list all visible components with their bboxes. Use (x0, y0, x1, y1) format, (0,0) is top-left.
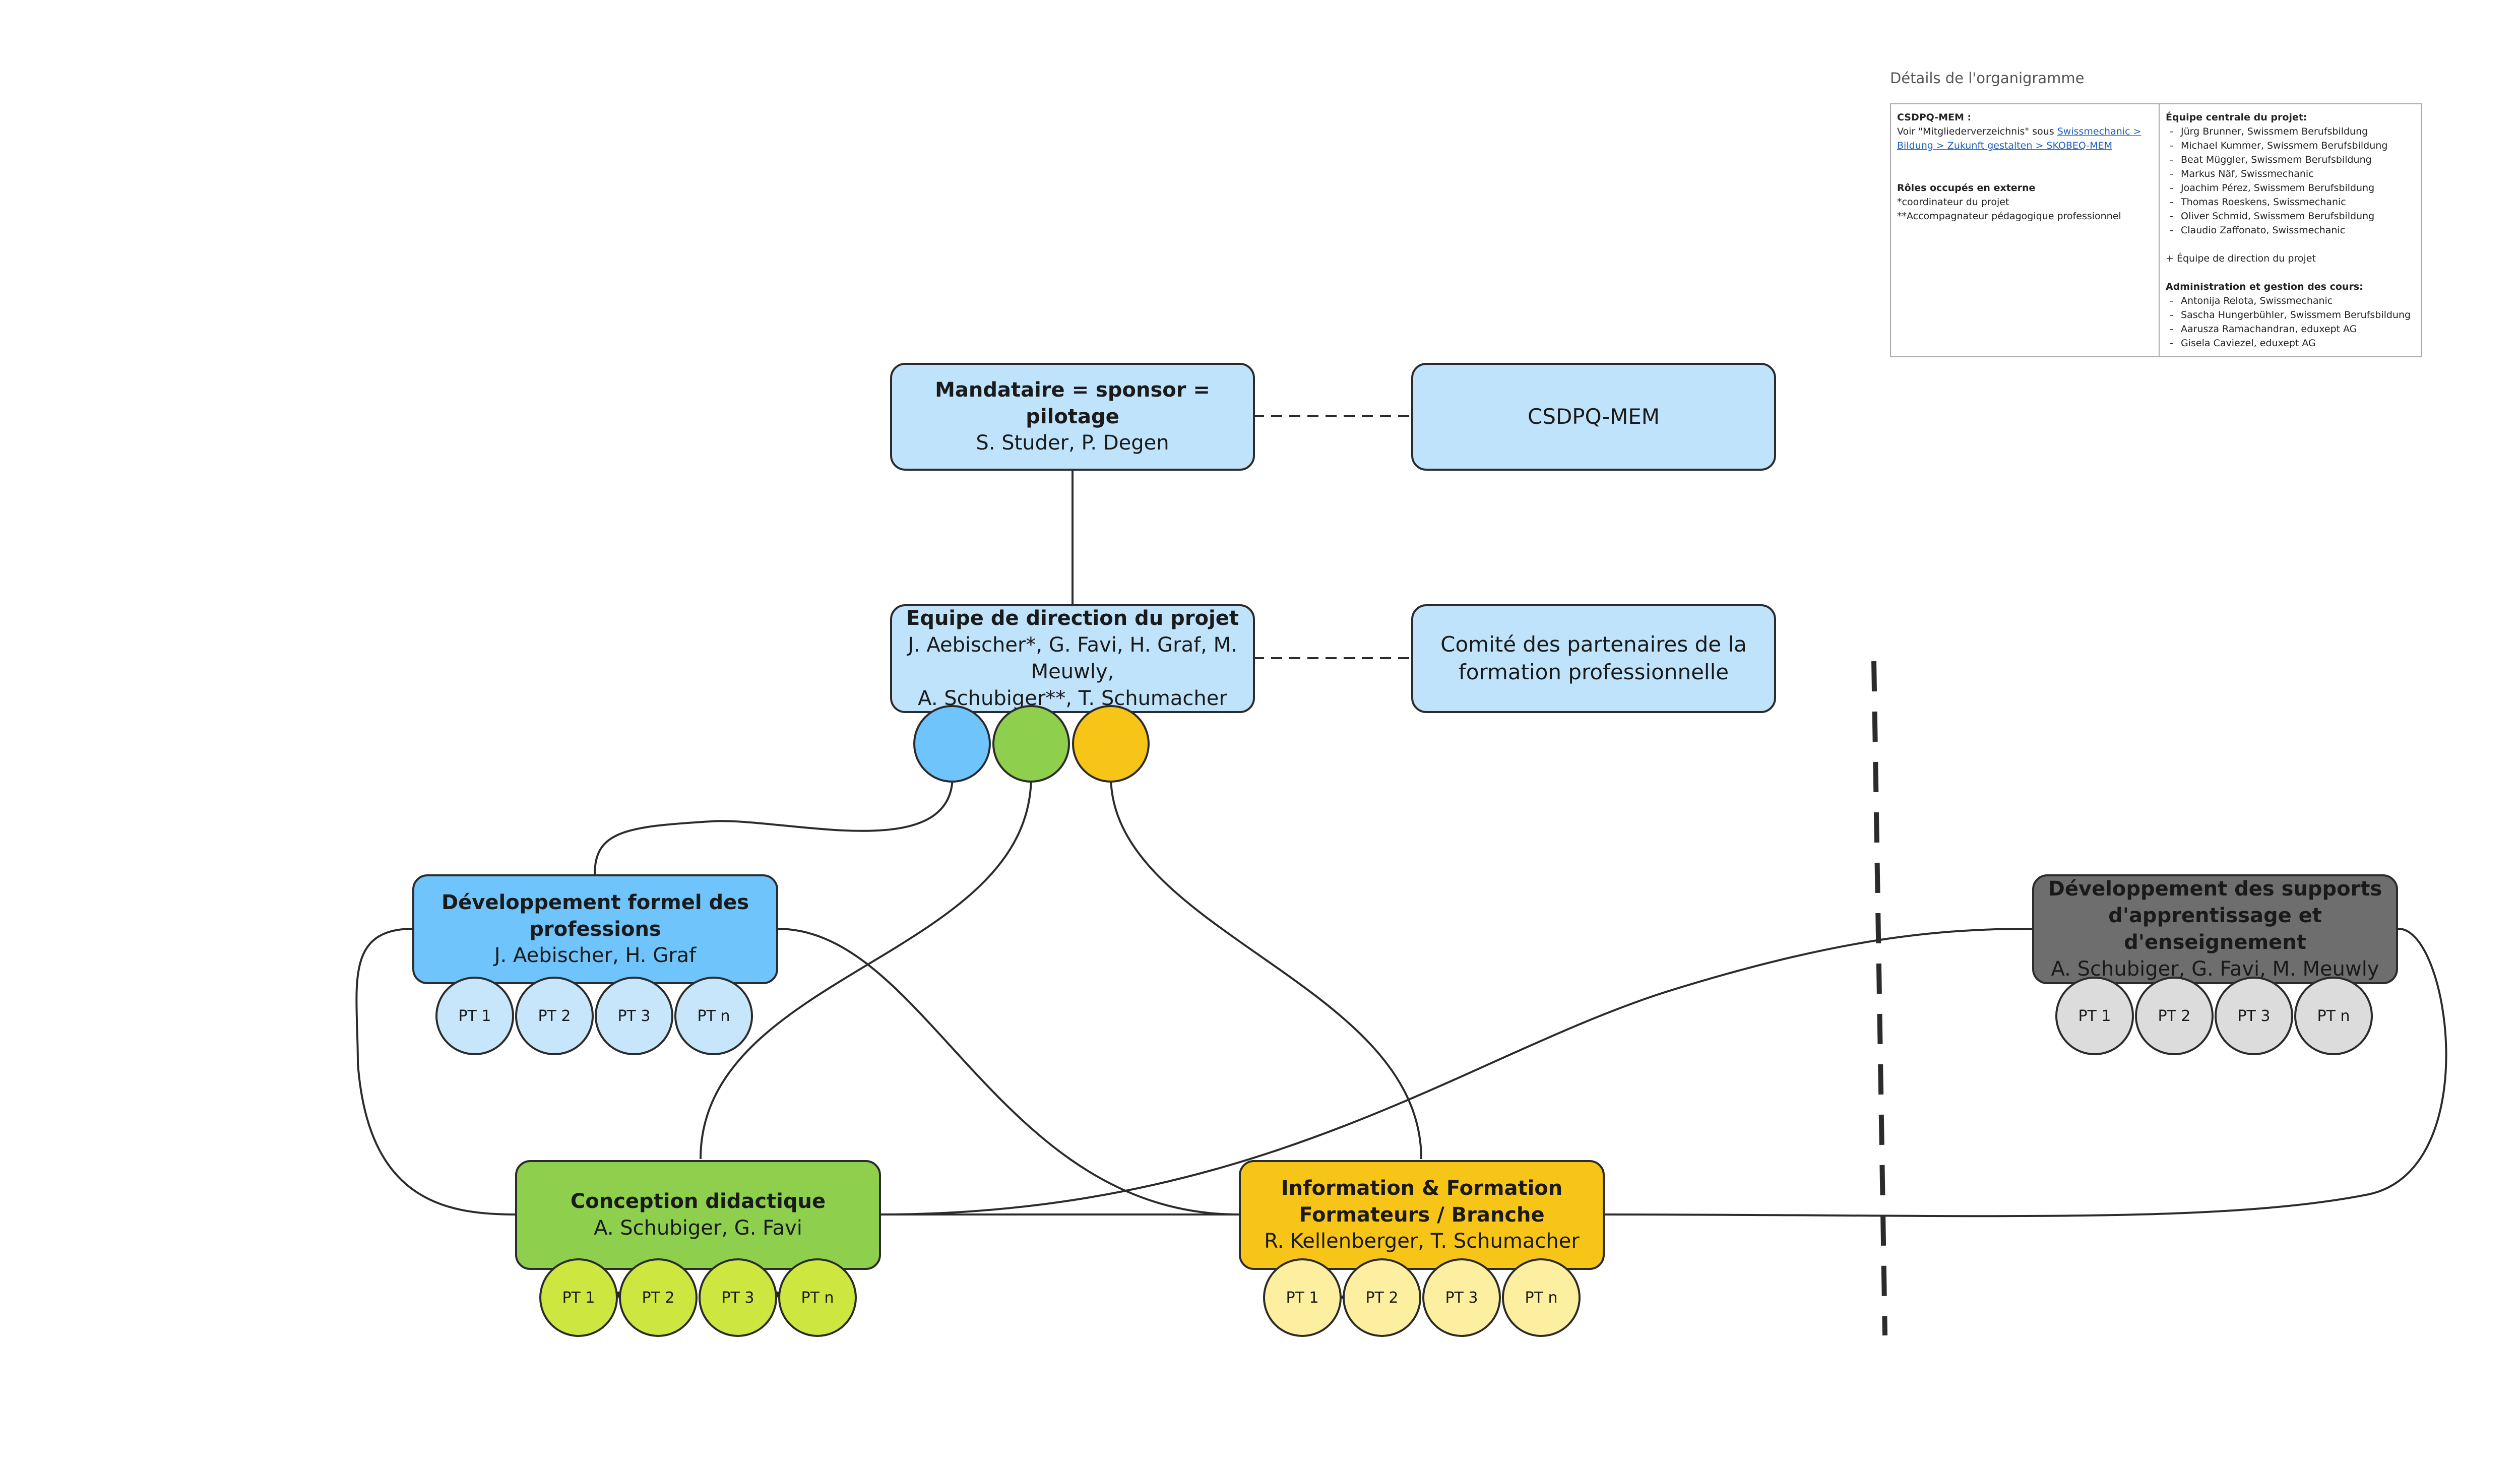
list-item: Thomas Roeskens, Swissmechanic (2181, 195, 2415, 209)
connector-information-supports (1605, 927, 2447, 1218)
node-title: Développement formel des (441, 890, 749, 914)
node-line: J. Aebischer*, G. Favi, H. Graf, M. Meuw… (908, 633, 1237, 683)
admin-heading: Administration et gestion des cours: (2166, 281, 2363, 292)
connector-conception-supports (879, 928, 2033, 1215)
pt-1-supports[interactable]: PT 1 (2055, 977, 2134, 1055)
list-item: Joachim Pérez, Swissmem Berufsbildung (2181, 181, 2415, 195)
plus-direction: + Équipe de direction du projet (2166, 253, 2316, 264)
core-heading: Équipe centrale du projet: (2166, 112, 2307, 123)
node-supports[interactable]: Développement des supports d'apprentissa… (2032, 874, 2398, 984)
separator-line (1871, 661, 1887, 1336)
skobeq-link[interactable]: Bildung > Zukunft gestalten > SKOBEQ-MEM (1897, 140, 2113, 151)
node-csdpq[interactable]: CSDPQ-MEM (1411, 363, 1776, 471)
csdpq-text: Voir "Mitgliederverzeichnis" sous (1897, 126, 2054, 137)
pt-3-dev[interactable]: PT 3 (595, 977, 673, 1055)
pt-1-conception[interactable]: PT 1 (539, 1258, 618, 1337)
blue-group-dot[interactable] (913, 705, 991, 783)
pt-3-supports[interactable]: PT 3 (2215, 977, 2293, 1055)
node-subtitle: S. Studer, P. Degen (976, 431, 1169, 455)
details-panel: CSDPQ-MEM : Voir "Mitgliederverzeichnis"… (1890, 103, 2422, 357)
pt-3-information[interactable]: PT 3 (1422, 1258, 1501, 1337)
list-item: Markus Näf, Swissmechanic (2181, 167, 2415, 181)
role-item: *coordinateur du projet (1897, 197, 2009, 208)
list-item: Antonija Relota, Swissmechanic (2181, 294, 2415, 308)
details-left-column: CSDPQ-MEM : Voir "Mitgliederverzeichnis"… (1891, 104, 2160, 356)
pt-n-supports[interactable]: PT n (2294, 977, 2373, 1055)
details-title: Détails de l'organigramme (1890, 70, 2085, 87)
list-item: Sascha Hungerbühler, Swissmem Berufsbild… (2181, 308, 2415, 322)
yellow-group-dot[interactable] (1072, 705, 1150, 783)
pt-3-conception[interactable]: PT 3 (699, 1258, 777, 1337)
connector-blue-dev (594, 776, 954, 875)
node-direction[interactable]: Equipe de direction du projet J. Aebisch… (890, 604, 1255, 713)
admin-members-list: Antonija Relota, Swissmechanic Sascha Hu… (2166, 294, 2415, 350)
green-group-dot[interactable] (992, 705, 1070, 783)
node-label: CSDPQ-MEM (1527, 404, 1660, 429)
core-members-list: Jürg Brunner, Swissmem Berufsbildung Mic… (2166, 124, 2415, 237)
pt-1-dev[interactable]: PT 1 (435, 977, 514, 1055)
node-comite[interactable]: Comité des partenaires de la formation p… (1411, 604, 1776, 713)
node-title: d'apprentissage et d'enseignement (2108, 904, 2322, 954)
node-mandataire[interactable]: Mandataire = sponsor = pilotage S. Stude… (890, 363, 1255, 471)
list-item: Aarusza Ramachandran, eduxept AG (2181, 322, 2415, 336)
node-title: Information & Formation (1281, 1176, 1563, 1200)
node-title: Mandataire = sponsor = pilotage (935, 378, 1210, 428)
list-item: Claudio Zaffonato, Swissmechanic (2181, 223, 2415, 237)
node-information[interactable]: Information & Formation Formateurs / Bra… (1239, 1160, 1605, 1270)
node-subtitle: A. Schubiger, G. Favi (594, 1217, 802, 1240)
node-title: Conception didactique (570, 1190, 826, 1213)
pt-2-supports[interactable]: PT 2 (2135, 977, 2214, 1055)
node-title: Equipe de direction du projet (906, 607, 1239, 630)
node-line: formation professionnelle (1458, 660, 1729, 684)
pt-n-information[interactable]: PT n (1502, 1258, 1581, 1337)
list-item: Michael Kummer, Swissmem Berufsbildung (2181, 139, 2415, 153)
role-item: **Accompagnateur pédagogique professionn… (1897, 211, 2121, 222)
node-subtitle: A. Schubiger, G. Favi, M. Meuwly (2051, 957, 2379, 981)
pt-n-dev[interactable]: PT n (674, 977, 753, 1055)
node-line: A. Schubiger**, T. Schumacher (918, 686, 1227, 710)
node-conception[interactable]: Conception didactique A. Schubiger, G. F… (515, 1160, 881, 1270)
roles-heading: Rôles occupés en externe (1897, 182, 2036, 194)
pt-2-conception[interactable]: PT 2 (619, 1258, 698, 1337)
node-subtitle: R. Kellenberger, T. Schumacher (1264, 1230, 1580, 1253)
node-subtitle: J. Aebischer, H. Graf (494, 944, 697, 968)
connector-yellow-information (1110, 776, 1422, 1160)
pt-2-information[interactable]: PT 2 (1343, 1258, 1421, 1337)
pt-n-conception[interactable]: PT n (778, 1258, 857, 1337)
connector-dev-information (777, 928, 1239, 1215)
list-item: Oliver Schmid, Swissmem Berufsbildung (2181, 209, 2415, 223)
pt-1-information[interactable]: PT 1 (1263, 1258, 1342, 1337)
details-right-column: Équipe centrale du projet: Jürg Brunner,… (2160, 104, 2421, 356)
list-item: Beat Müggler, Swissmem Berufsbildung (2181, 153, 2415, 167)
connector-green-conception (700, 776, 1032, 1160)
node-title: Développement des supports (2048, 877, 2382, 901)
csdpq-text-line: Voir "Mitgliederverzeichnis" sous Swissm… (1897, 124, 2153, 139)
list-item: Gisela Caviezel, eduxept AG (2181, 336, 2415, 350)
connector-dev-conception (355, 928, 516, 1215)
pt-2-dev[interactable]: PT 2 (515, 977, 594, 1055)
node-line: Comité des partenaires de la (1440, 632, 1747, 657)
csdpq-heading: CSDPQ-MEM : (1897, 112, 1972, 123)
swissmechanic-link[interactable]: Swissmechanic > (2057, 126, 2141, 137)
node-title: Formateurs / Branche (1299, 1203, 1545, 1227)
node-developpement-formel[interactable]: Développement formel des professions J. … (412, 874, 778, 984)
node-title: professions (529, 917, 661, 941)
list-item: Jürg Brunner, Swissmem Berufsbildung (2181, 124, 2415, 139)
